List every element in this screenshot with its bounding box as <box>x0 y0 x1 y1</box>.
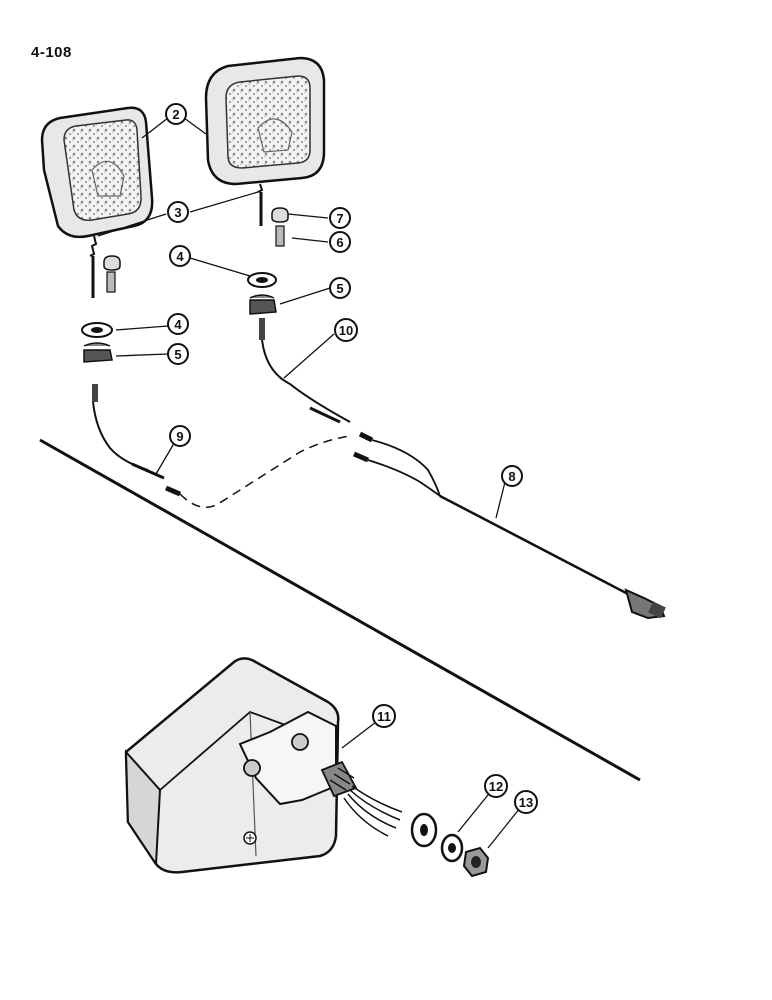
callout-11: 11 <box>372 704 396 728</box>
svg-text:9: 9 <box>176 429 183 444</box>
callout-4-upper: 4 <box>169 245 191 267</box>
lower-hardware <box>410 812 490 878</box>
callout-2: 2 <box>165 103 187 125</box>
callout-13: 13 <box>514 790 538 814</box>
flood-lamp <box>124 657 403 874</box>
leader-lines <box>97 117 521 849</box>
svg-text:13: 13 <box>519 795 533 810</box>
callout-8: 8 <box>501 465 523 487</box>
svg-text:7: 7 <box>336 211 343 226</box>
svg-text:6: 6 <box>336 235 343 250</box>
left-lead-wire <box>92 401 351 509</box>
svg-text:12: 12 <box>489 779 503 794</box>
wiring-harness <box>261 339 666 620</box>
callout-6: 6 <box>329 231 351 253</box>
callout-5-lower: 5 <box>167 343 189 365</box>
left-work-lamp <box>40 106 154 239</box>
right-mounting-hardware <box>247 183 289 340</box>
svg-text:8: 8 <box>508 469 515 484</box>
svg-text:5: 5 <box>336 281 343 296</box>
callout-3: 3 <box>167 201 189 223</box>
svg-text:2: 2 <box>172 107 179 122</box>
svg-text:4: 4 <box>174 317 182 332</box>
svg-text:3: 3 <box>174 205 181 220</box>
callout-5-upper: 5 <box>329 277 351 299</box>
svg-text:10: 10 <box>339 323 353 338</box>
svg-text:11: 11 <box>377 709 391 724</box>
callout-10: 10 <box>334 318 358 342</box>
right-work-lamp <box>204 56 326 186</box>
left-mounting-hardware <box>81 235 121 402</box>
section-divider <box>39 438 641 782</box>
callout-4-lower: 4 <box>167 313 189 335</box>
svg-text:4: 4 <box>176 249 184 264</box>
svg-text:5: 5 <box>174 347 181 362</box>
page-number: 4-108 <box>31 44 72 61</box>
callout-9: 9 <box>169 425 191 447</box>
callout-7: 7 <box>329 207 351 229</box>
callout-12: 12 <box>484 774 508 798</box>
